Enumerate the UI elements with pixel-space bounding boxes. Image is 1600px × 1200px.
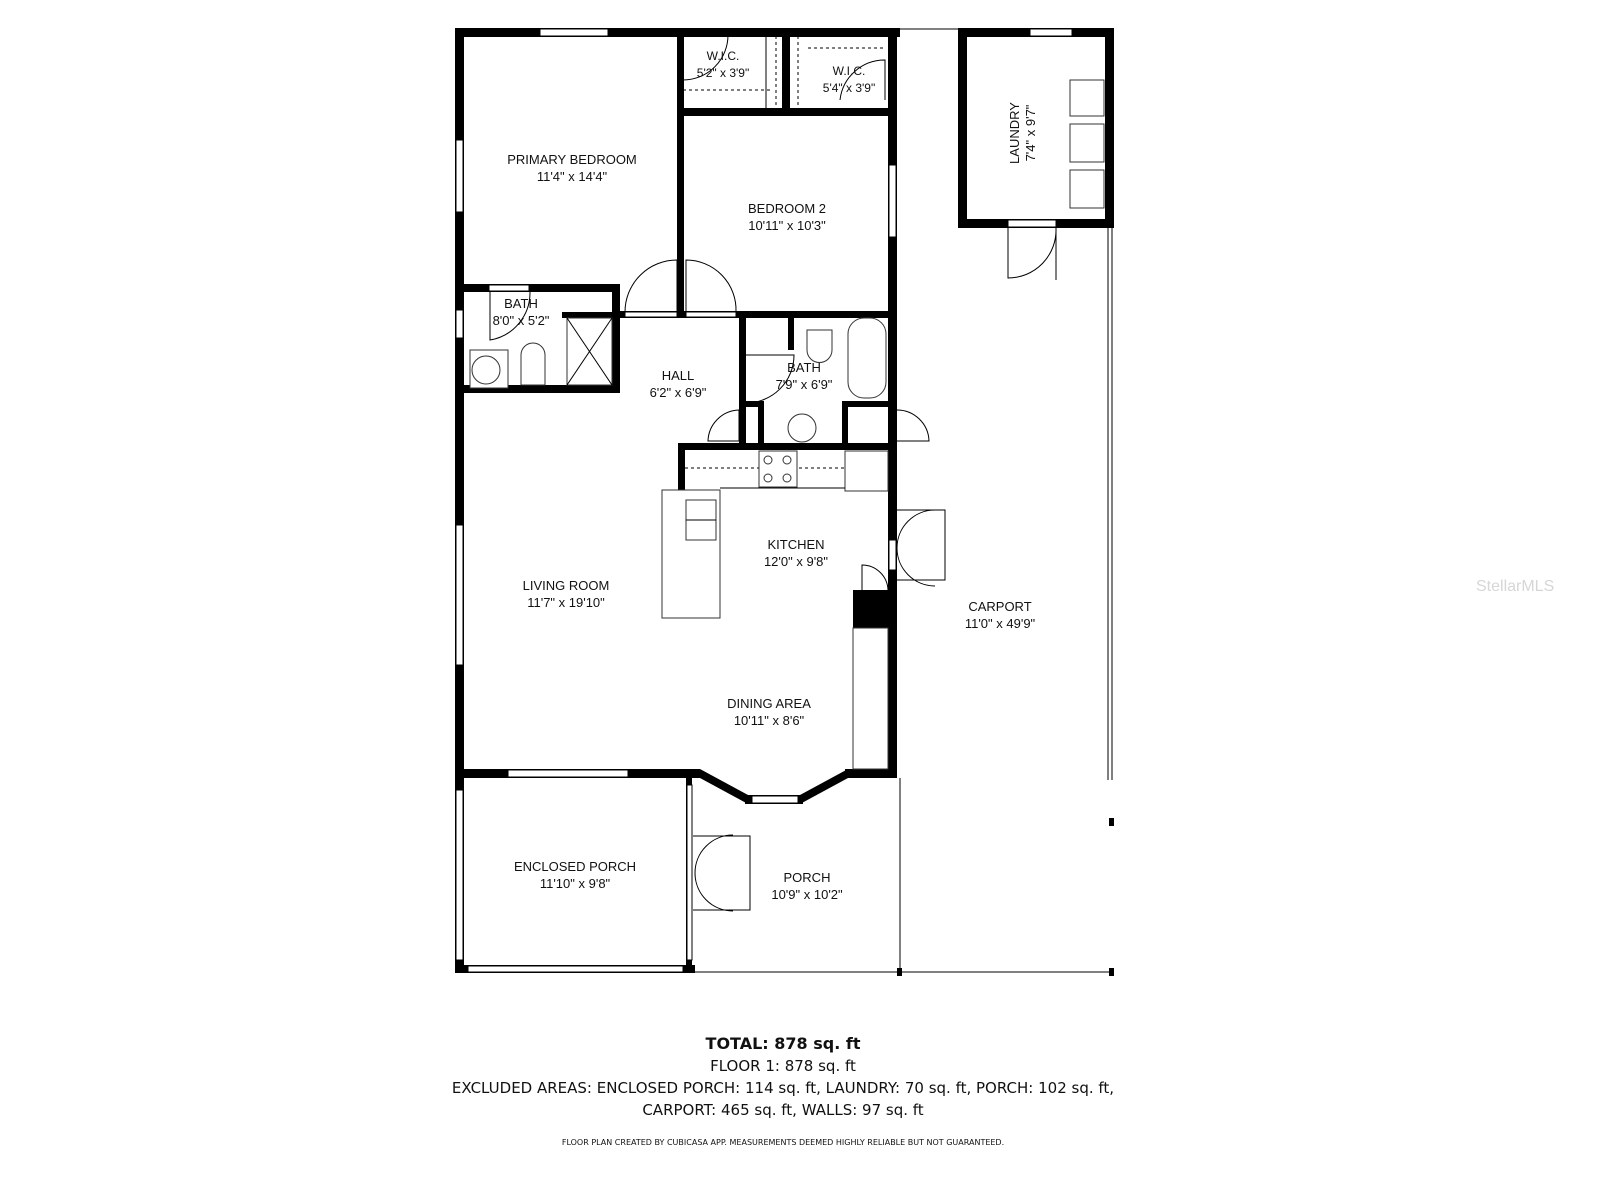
room-name-primary-bedroom: PRIMARY BEDROOM xyxy=(507,152,637,167)
room-name-enclosed-porch: ENCLOSED PORCH xyxy=(514,859,636,874)
excluded-areas-line2: CARPORT: 465 sq. ft, WALLS: 97 sq. ft xyxy=(642,1101,924,1119)
room-size-hall: 6'2" x 6'9" xyxy=(650,385,707,400)
room-size-enclosed-porch: 11'10" x 9'8" xyxy=(540,876,611,891)
total-area: TOTAL: 878 sq. ft xyxy=(705,1034,861,1053)
room-name-wic2: W.I.C. xyxy=(833,64,866,78)
room-size-bath-1: 8'0" x 5'2" xyxy=(493,313,550,328)
room-size-laundry: 7'4" x 9'7" xyxy=(1023,104,1038,161)
room-size-bedroom-2: 10'11" x 10'3" xyxy=(748,218,826,233)
room-name-wic1: W.I.C. xyxy=(707,49,740,63)
room-name-living-room: LIVING ROOM xyxy=(523,578,610,593)
room-size-kitchen: 12'0" x 9'8" xyxy=(764,554,828,569)
room-labels: PRIMARY BEDROOM 11'4" x 14'4" W.I.C. 5'2… xyxy=(493,49,1038,902)
room-name-bedroom-2: BEDROOM 2 xyxy=(748,201,826,216)
room-name-dining-area: DINING AREA xyxy=(727,696,811,711)
walls xyxy=(455,28,1114,973)
room-size-wic1: 5'2" x 3'9" xyxy=(697,66,749,80)
room-name-hall: HALL xyxy=(662,368,695,383)
room-name-laundry: LAUNDRY xyxy=(1007,102,1022,164)
room-name-porch: PORCH xyxy=(784,870,831,885)
room-size-carport: 11'0" x 49'9" xyxy=(965,616,1036,631)
room-name-carport: CARPORT xyxy=(968,599,1031,614)
excluded-areas-line1: EXCLUDED AREAS: ENCLOSED PORCH: 114 sq. … xyxy=(451,1079,1115,1097)
credit-note: FLOOR PLAN CREATED BY CUBICASA APP. MEAS… xyxy=(561,1138,1005,1147)
floor1-area: FLOOR 1: 878 sq. ft xyxy=(710,1057,856,1075)
room-name-kitchen: KITCHEN xyxy=(767,537,824,552)
room-size-living-room: 11'7" x 19'10" xyxy=(527,595,605,610)
doors xyxy=(489,34,1057,912)
room-size-dining-area: 10'11" x 8'6" xyxy=(734,713,805,728)
outdoor-outlines xyxy=(692,28,1114,976)
room-size-primary-bedroom: 11'4" x 14'4" xyxy=(537,169,608,184)
room-size-wic2: 5'4" x 3'9" xyxy=(823,81,875,95)
fixtures xyxy=(469,36,1105,770)
room-name-bath-1: BATH xyxy=(504,296,538,311)
windows xyxy=(455,28,1073,973)
room-size-bath-2: 7'9" x 6'9" xyxy=(776,377,833,392)
room-size-porch: 10'9" x 10'2" xyxy=(771,887,843,902)
watermark: StellarMLS xyxy=(1476,578,1555,595)
room-name-bath-2: BATH xyxy=(787,360,821,375)
